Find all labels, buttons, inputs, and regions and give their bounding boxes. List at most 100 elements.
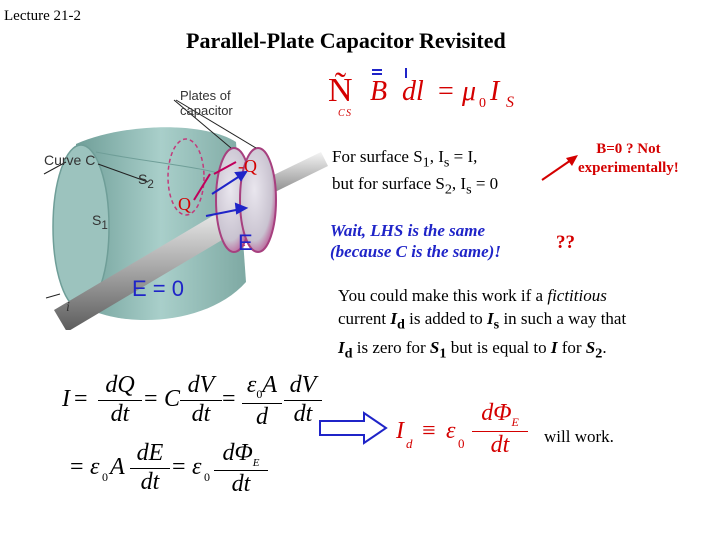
eq1-c: C — [164, 386, 181, 412]
id-equiv: ≡ — [422, 418, 436, 444]
line-integral-symbol: Ñ — [328, 72, 353, 109]
fict-3b: is zero for — [352, 338, 430, 358]
fict-2e: in such a way that — [499, 309, 627, 328]
surface1-value: = I, — [449, 147, 478, 166]
eq2-a: A — [110, 454, 125, 480]
equation-row-2: = ε 0 A dE dt = ε 0 dΦE dt — [70, 440, 270, 500]
surface2-is: , I — [451, 174, 467, 194]
eq2-frac2-den: dt — [231, 470, 251, 497]
eq1-lhs: I — [62, 386, 70, 412]
eq2-frac2-num: dΦ — [222, 440, 253, 466]
i-sub: S — [506, 94, 514, 111]
wire-rod — [54, 202, 249, 330]
fict-3sub3: 2 — [595, 345, 603, 362]
implies-arrow — [319, 411, 388, 445]
fict-3c: S — [429, 338, 440, 358]
surface1-sub: 1 — [422, 154, 430, 171]
eq2-frac1-num: dE — [136, 440, 164, 466]
surface1-is: , I — [429, 147, 444, 166]
ampere-law: Ñ B dl = μ 0 I S C S — [328, 72, 528, 119]
fict-3h: . — [602, 338, 607, 358]
s1-sub: 1 — [101, 218, 108, 232]
id-eps: ε — [446, 418, 456, 444]
id-eps-sub: 0 — [458, 436, 465, 451]
lecture-label: Lecture 21-2 — [4, 8, 82, 24]
b-zero-arrow — [541, 155, 578, 181]
b-term: B — [370, 76, 388, 107]
eq1-frac1: dQ dt — [98, 372, 142, 428]
b-zero-line-2: experimentally! — [578, 160, 679, 176]
eq1-eq2: = — [144, 386, 158, 412]
surface2-sub: 2 — [444, 181, 452, 198]
current-label: i — [66, 300, 70, 315]
will-work-label: will work. — [544, 427, 614, 446]
field-arrows — [205, 170, 249, 217]
right-plate — [239, 147, 277, 253]
eq2-eq2: = — [172, 454, 186, 480]
surface1-is-sub: s — [443, 154, 450, 171]
eq1-frac2-num: dV — [187, 372, 215, 398]
plates-label-line1: Plates of — [180, 88, 231, 103]
fictitious-note: You could make this work if a fictitious… — [338, 284, 626, 366]
eq1-frac2: dV dt — [180, 372, 222, 428]
id-frac-sub: E — [511, 414, 519, 429]
eq2-eps2-sub: 0 — [204, 470, 210, 484]
equals-sign: = — [438, 76, 454, 107]
s1-label: S1 — [92, 212, 108, 232]
slide-title: Parallel-Plate Capacitor Revisited — [186, 28, 506, 53]
eq1-eq1: = — [74, 386, 88, 412]
s1-letter: S — [92, 212, 102, 228]
curve-c-loop — [167, 138, 205, 216]
displacement-current-eq: I d ≡ ε 0 dΦE dt — [392, 398, 532, 462]
fict-3f: for — [557, 338, 586, 358]
id-i: I — [396, 418, 404, 444]
fict-2sub: d — [397, 316, 405, 333]
s-sub: S — [346, 108, 351, 119]
s2-sub: 2 — [147, 177, 154, 191]
eq2-frac1: dE dt — [130, 440, 170, 496]
plates-label: Plates of capacitor — [180, 88, 233, 118]
dl-term: dl — [402, 76, 424, 107]
curve-c-label: Curve C — [44, 152, 96, 168]
fict-3e: I — [550, 338, 558, 358]
eq1-frac4-den: dt — [293, 401, 313, 427]
surface1-text: For surface S — [332, 147, 423, 166]
question-marks: ?? — [556, 232, 575, 253]
eq2-eps2: ε — [192, 454, 202, 480]
eq1-eq3: = — [222, 386, 236, 412]
vector-overbars — [372, 68, 407, 78]
fict-2d: I — [487, 309, 494, 328]
id-frac-num: dΦ — [481, 400, 512, 426]
fict-2b: I — [390, 309, 398, 328]
e-zero-label: E = 0 — [132, 276, 184, 301]
mu-sub: 0 — [479, 96, 486, 111]
eq1-frac4: dV dt — [284, 372, 322, 428]
eq1-frac1-num: dQ — [105, 372, 135, 398]
eq1-frac4-num: dV — [289, 372, 317, 398]
s2-letter: S — [138, 171, 148, 187]
s2-label: S2 — [138, 171, 154, 191]
fict-2sub2: s — [493, 316, 500, 333]
fict-2c: is added to — [404, 309, 488, 328]
mu-term: μ — [462, 76, 477, 107]
c-sub: C — [338, 108, 345, 119]
neg-charge-label: -Q — [238, 156, 257, 176]
wait-line-1: Wait, LHS is the same — [330, 221, 486, 240]
surface2-text: but for surface S — [332, 174, 445, 194]
eq1-frac1-den: dt — [110, 401, 130, 427]
b-zero-note: B=0 ? Not experimentally! — [578, 140, 679, 178]
surface-line-1: For surface S1, Is = I, — [332, 146, 498, 173]
eq2-eps-sub: 0 — [102, 470, 108, 484]
eq1-frac3-eps: ε — [246, 372, 257, 398]
fict-1b: fictitious — [547, 286, 607, 305]
surface-line-2: but for surface S2, Is = 0 — [332, 173, 498, 200]
eq2-eps: ε — [90, 454, 100, 480]
fict-1a: You could make this work if a — [338, 286, 548, 305]
fict-3sub: d — [344, 345, 353, 362]
e-field-label: E — [238, 230, 253, 255]
wait-line-2: (because C is the same)! — [330, 242, 501, 261]
pos-charge-label: Q — [178, 194, 191, 214]
eq2-eq1: = — [70, 454, 84, 480]
surface-note: For surface S1, Is = I, but for surface … — [332, 146, 498, 201]
fict-3d: but is equal to — [446, 338, 551, 358]
